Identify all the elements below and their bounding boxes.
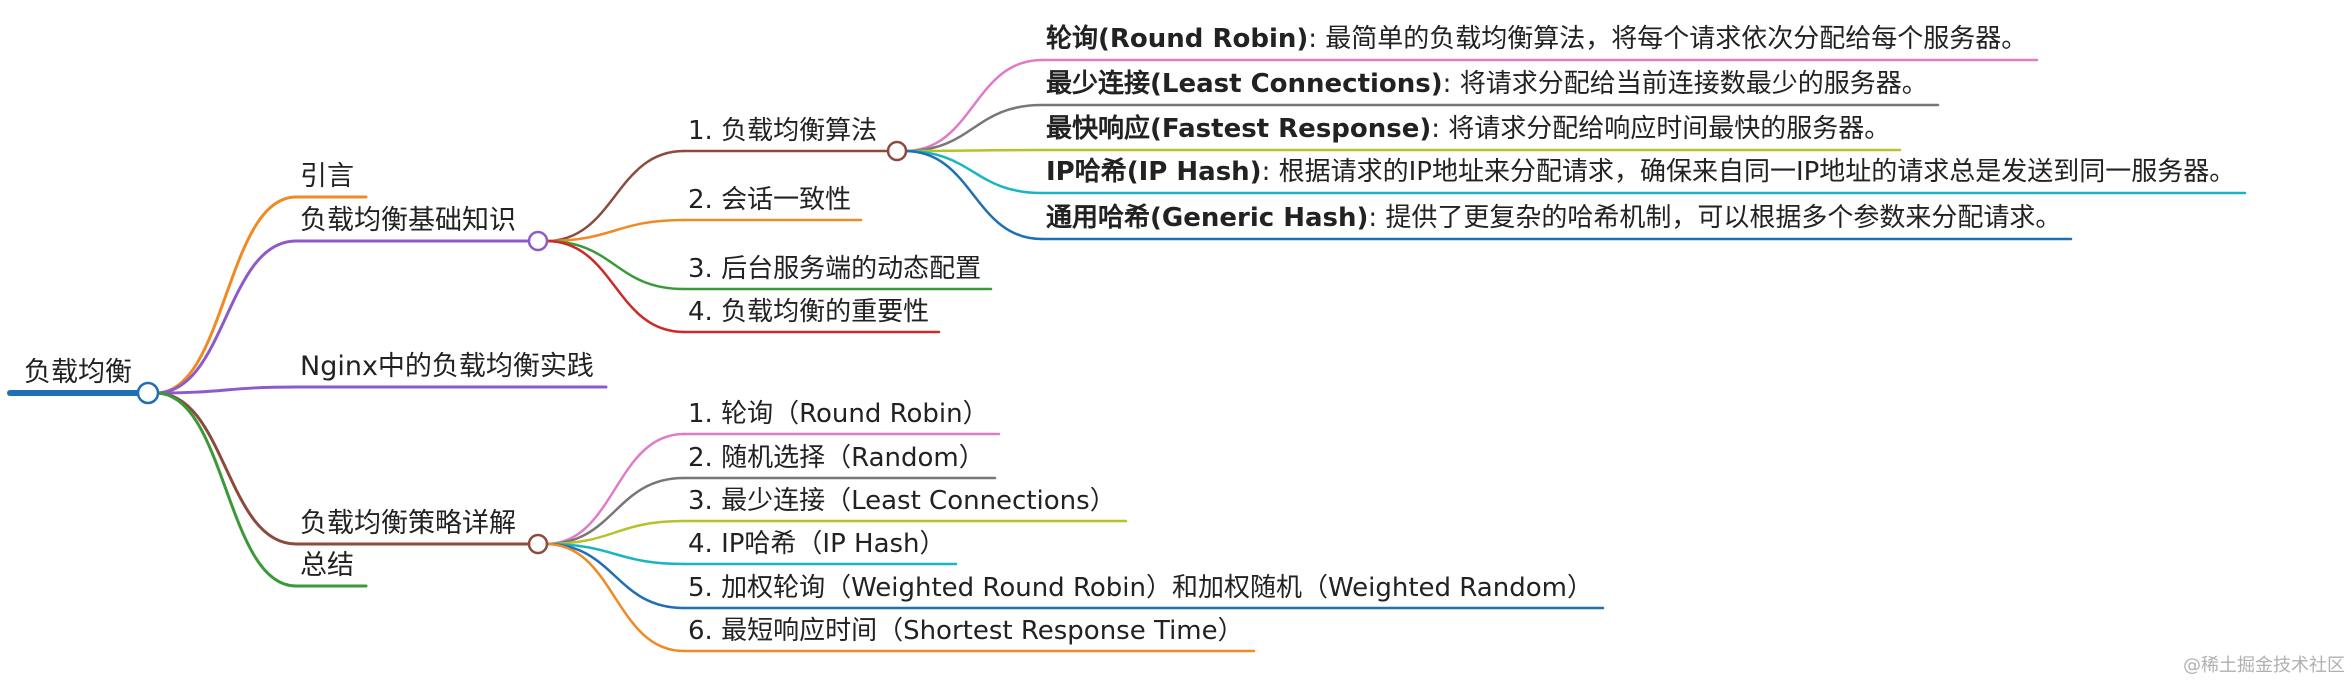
edge-root-to-basics xyxy=(154,239,298,395)
edge-strategy-child xyxy=(544,476,686,546)
node-algo-least-connections: 最少连接(Least Connections): 将请求分配给当前连接数最少的服… xyxy=(1046,71,1928,97)
algo-title: IP哈希(IP Hash) xyxy=(1046,157,1262,187)
algo-title: 最少连接(Least Connections) xyxy=(1046,69,1443,99)
edge-algo-child xyxy=(903,149,1044,195)
root-hub-circle xyxy=(136,381,160,405)
node-summary: 总结 xyxy=(300,550,354,581)
algo-desc: : 提供了更复杂的哈希机制，可以根据多个参数来分配请求。 xyxy=(1368,203,2062,233)
node-algo-round-robin: 轮询(Round Robin): 最简单的负载均衡算法，将每个请求依次分配给每个… xyxy=(1046,26,2027,52)
edge-strategy-child xyxy=(544,432,686,546)
node-nginx-practice: Nginx中的负载均衡实践 xyxy=(300,351,594,382)
algo-title: 通用哈希(Generic Hash) xyxy=(1046,203,1369,233)
node-strategy-weighted: 5. 加权轮询（Weighted Round Robin）和加权随机（Weigh… xyxy=(688,573,1593,603)
algorithms-hub-circle xyxy=(886,140,908,162)
edge-basics-child xyxy=(544,149,686,243)
node-strategy-shortest-response: 6. 最短响应时间（Shortest Response Time） xyxy=(688,616,1244,646)
edge-basics-child xyxy=(544,218,686,243)
node-basics-importance: 4. 负载均衡的重要性 xyxy=(688,297,930,327)
algo-desc: : 将请求分配给当前连接数最少的服务器。 xyxy=(1442,69,1928,99)
basics-hub-circle xyxy=(527,230,549,252)
algo-desc: : 根据请求的IP地址来分配请求，确保来自同一IP地址的请求总是发送到同一服务器… xyxy=(1261,157,2236,187)
algo-title: 最快响应(Fastest Response) xyxy=(1046,114,1432,144)
strategies-hub-circle xyxy=(527,533,549,555)
node-basics-algorithms: 1. 负载均衡算法 xyxy=(688,116,878,146)
node-basics: 负载均衡基础知识 xyxy=(300,205,516,236)
node-strategy-random: 2. 随机选择（Random） xyxy=(688,443,985,473)
edge-root-to-nginx xyxy=(154,385,298,395)
algo-title: 轮询(Round Robin) xyxy=(1046,24,1309,54)
edge-strategy-child xyxy=(544,542,686,610)
algo-desc: : 最简单的负载均衡算法，将每个请求依次分配给每个服务器。 xyxy=(1308,24,2028,54)
edge-strategy-child xyxy=(544,519,686,546)
node-algo-ip-hash: IP哈希(IP Hash): 根据请求的IP地址来分配请求，确保来自同一IP地址… xyxy=(1046,159,2235,185)
node-basics-dynamic-config: 3. 后台服务端的动态配置 xyxy=(688,254,982,284)
node-algo-generic-hash: 通用哈希(Generic Hash): 提供了更复杂的哈希机制，可以根据多个参数… xyxy=(1046,205,2061,231)
node-intro: 引言 xyxy=(300,161,354,192)
edge-algo-child xyxy=(903,149,1044,241)
algo-desc: : 将请求分配给响应时间最快的服务器。 xyxy=(1431,114,1891,144)
watermark: @稀土掘金技术社区 xyxy=(2183,655,2345,676)
edge-basics-child xyxy=(544,239,686,291)
edge-algo-child xyxy=(903,148,1044,153)
root-node-label: 负载均衡 xyxy=(24,357,132,388)
edge-root-to-intro xyxy=(154,195,298,395)
edge-root-to-summary xyxy=(154,391,298,588)
node-basics-session: 2. 会话一致性 xyxy=(688,185,852,215)
node-strategy-ip-hash: 4. IP哈希（IP Hash） xyxy=(688,529,946,559)
edge-algo-child xyxy=(903,103,1044,153)
edge-root-to-strategies xyxy=(154,391,298,546)
edge-strategy-child xyxy=(544,542,686,653)
node-strategy-round-robin: 1. 轮询（Round Robin） xyxy=(688,399,989,429)
edge-strategy-child xyxy=(544,542,686,566)
edge-basics-child xyxy=(544,239,686,334)
edge-algo-child xyxy=(903,58,1044,153)
node-algo-fastest-response: 最快响应(Fastest Response): 将请求分配给响应时间最快的服务器… xyxy=(1046,116,1890,142)
node-strategy-least-connections: 3. 最少连接（Least Connections） xyxy=(688,486,1116,516)
node-strategies: 负载均衡策略详解 xyxy=(300,508,516,539)
